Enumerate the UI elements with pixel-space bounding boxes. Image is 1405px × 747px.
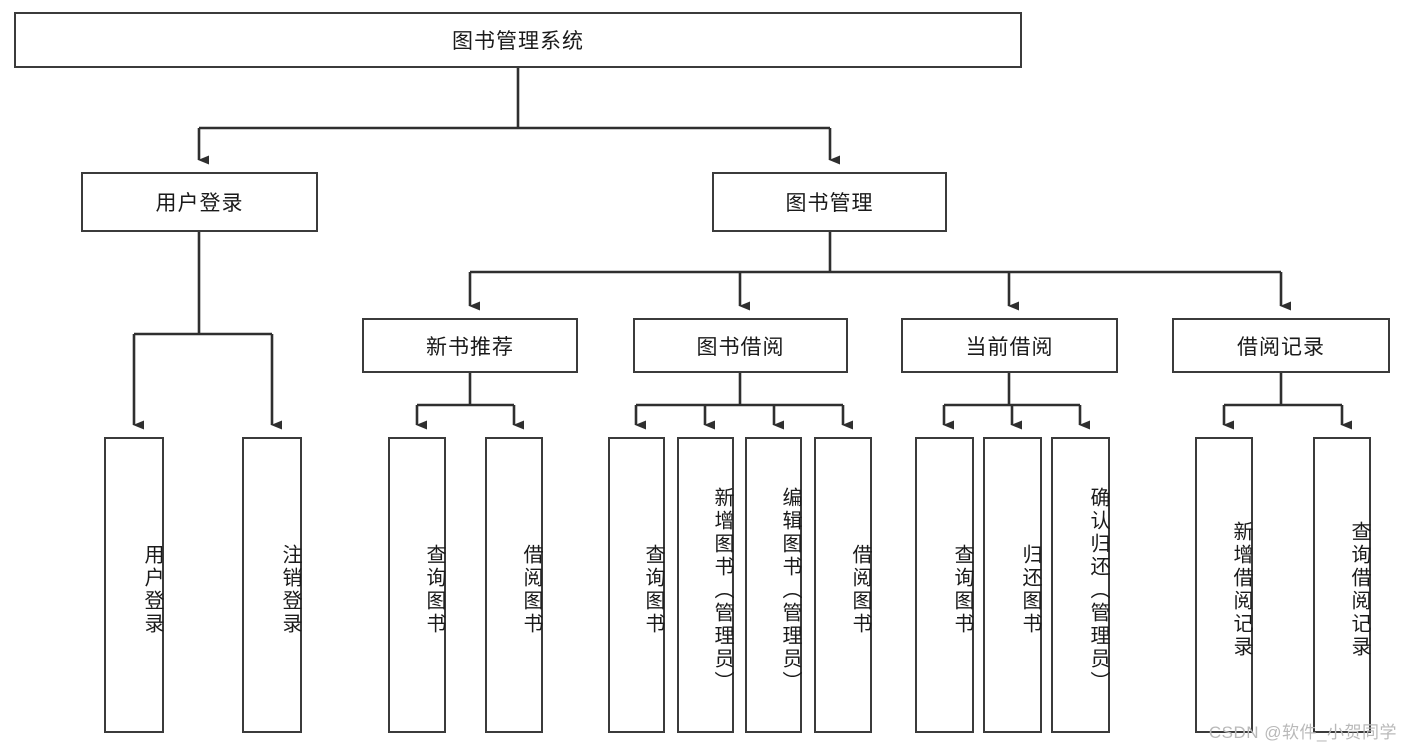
node-root-system[interactable]: 图书管理系统	[14, 12, 1022, 68]
node-leaf-query-book-1[interactable]: 查询图书	[388, 437, 446, 733]
node-leaf-borrow-book-1[interactable]: 借阅图书	[485, 437, 543, 733]
node-leaf-label: 借阅图书	[849, 544, 871, 636]
node-leaf-borrow-book-2[interactable]: 借阅图书	[814, 437, 872, 733]
node-leaf-logout-login[interactable]: 注销登录	[242, 437, 302, 733]
node-leaf-add-book-admin[interactable]: 新增图书（管理员）	[677, 437, 734, 733]
node-leaf-label: 编辑图书（管理员）	[779, 486, 801, 694]
node-leaf-label: 用户登录	[141, 544, 163, 636]
node-leaf-edit-book-admin[interactable]: 编辑图书（管理员）	[745, 437, 802, 733]
node-leaf-label: 归还图书	[1019, 544, 1041, 636]
edge-group-root	[197, 68, 840, 165]
node-leaf-query-book-2[interactable]: 查询图书	[608, 437, 665, 733]
node-leaf-query-book-3[interactable]: 查询图书	[915, 437, 974, 733]
node-leaf-label: 借阅图书	[520, 544, 542, 636]
node-borrow-record[interactable]: 借阅记录	[1172, 318, 1390, 373]
node-leaf-return-book[interactable]: 归还图书	[983, 437, 1042, 733]
node-leaf-confirm-return-admin[interactable]: 确认归还（管理员）	[1051, 437, 1110, 733]
edge-group-borrow-record	[1222, 373, 1352, 430]
node-new-book-recommend-label: 新书推荐	[426, 335, 514, 359]
edge-group-new-book-recommend	[415, 373, 524, 430]
node-user-login-label: 用户登录	[155, 192, 244, 215]
node-leaf-label: 查询借阅记录	[1348, 521, 1370, 659]
edge-group-current-borrow	[942, 373, 1090, 430]
node-leaf-user-login[interactable]: 用户登录	[104, 437, 164, 733]
node-book-manage-label: 图书管理	[785, 192, 874, 215]
node-leaf-label: 新增借阅记录	[1230, 521, 1252, 659]
node-leaf-label: 注销登录	[279, 544, 301, 636]
node-root-label: 图书管理系统	[452, 30, 584, 53]
node-new-book-recommend[interactable]: 新书推荐	[362, 318, 578, 373]
node-leaf-label: 确认归还（管理员）	[1087, 486, 1109, 694]
node-leaf-label: 查询图书	[423, 544, 445, 636]
node-book-borrow-label: 图书借阅	[696, 335, 785, 359]
node-leaf-query-borrow-record[interactable]: 查询借阅记录	[1313, 437, 1371, 733]
node-user-login[interactable]: 用户登录	[81, 172, 318, 232]
csdn-watermark: CSDN @软件_小贺同学	[1208, 723, 1397, 742]
node-book-manage[interactable]: 图书管理	[712, 172, 947, 232]
edge-group-book-manage	[468, 232, 1291, 311]
node-current-borrow[interactable]: 当前借阅	[901, 318, 1118, 373]
node-leaf-label: 新增图书（管理员）	[711, 486, 733, 694]
node-leaf-label: 查询图书	[642, 544, 664, 636]
node-current-borrow-label: 当前借阅	[965, 335, 1054, 359]
edge-group-book-borrow	[634, 373, 853, 430]
node-borrow-record-label: 借阅记录	[1237, 335, 1325, 359]
node-book-borrow[interactable]: 图书借阅	[633, 318, 848, 373]
node-leaf-add-borrow-record[interactable]: 新增借阅记录	[1195, 437, 1253, 733]
node-leaf-label: 查询图书	[951, 544, 973, 636]
edge-group-user-login	[132, 232, 282, 430]
